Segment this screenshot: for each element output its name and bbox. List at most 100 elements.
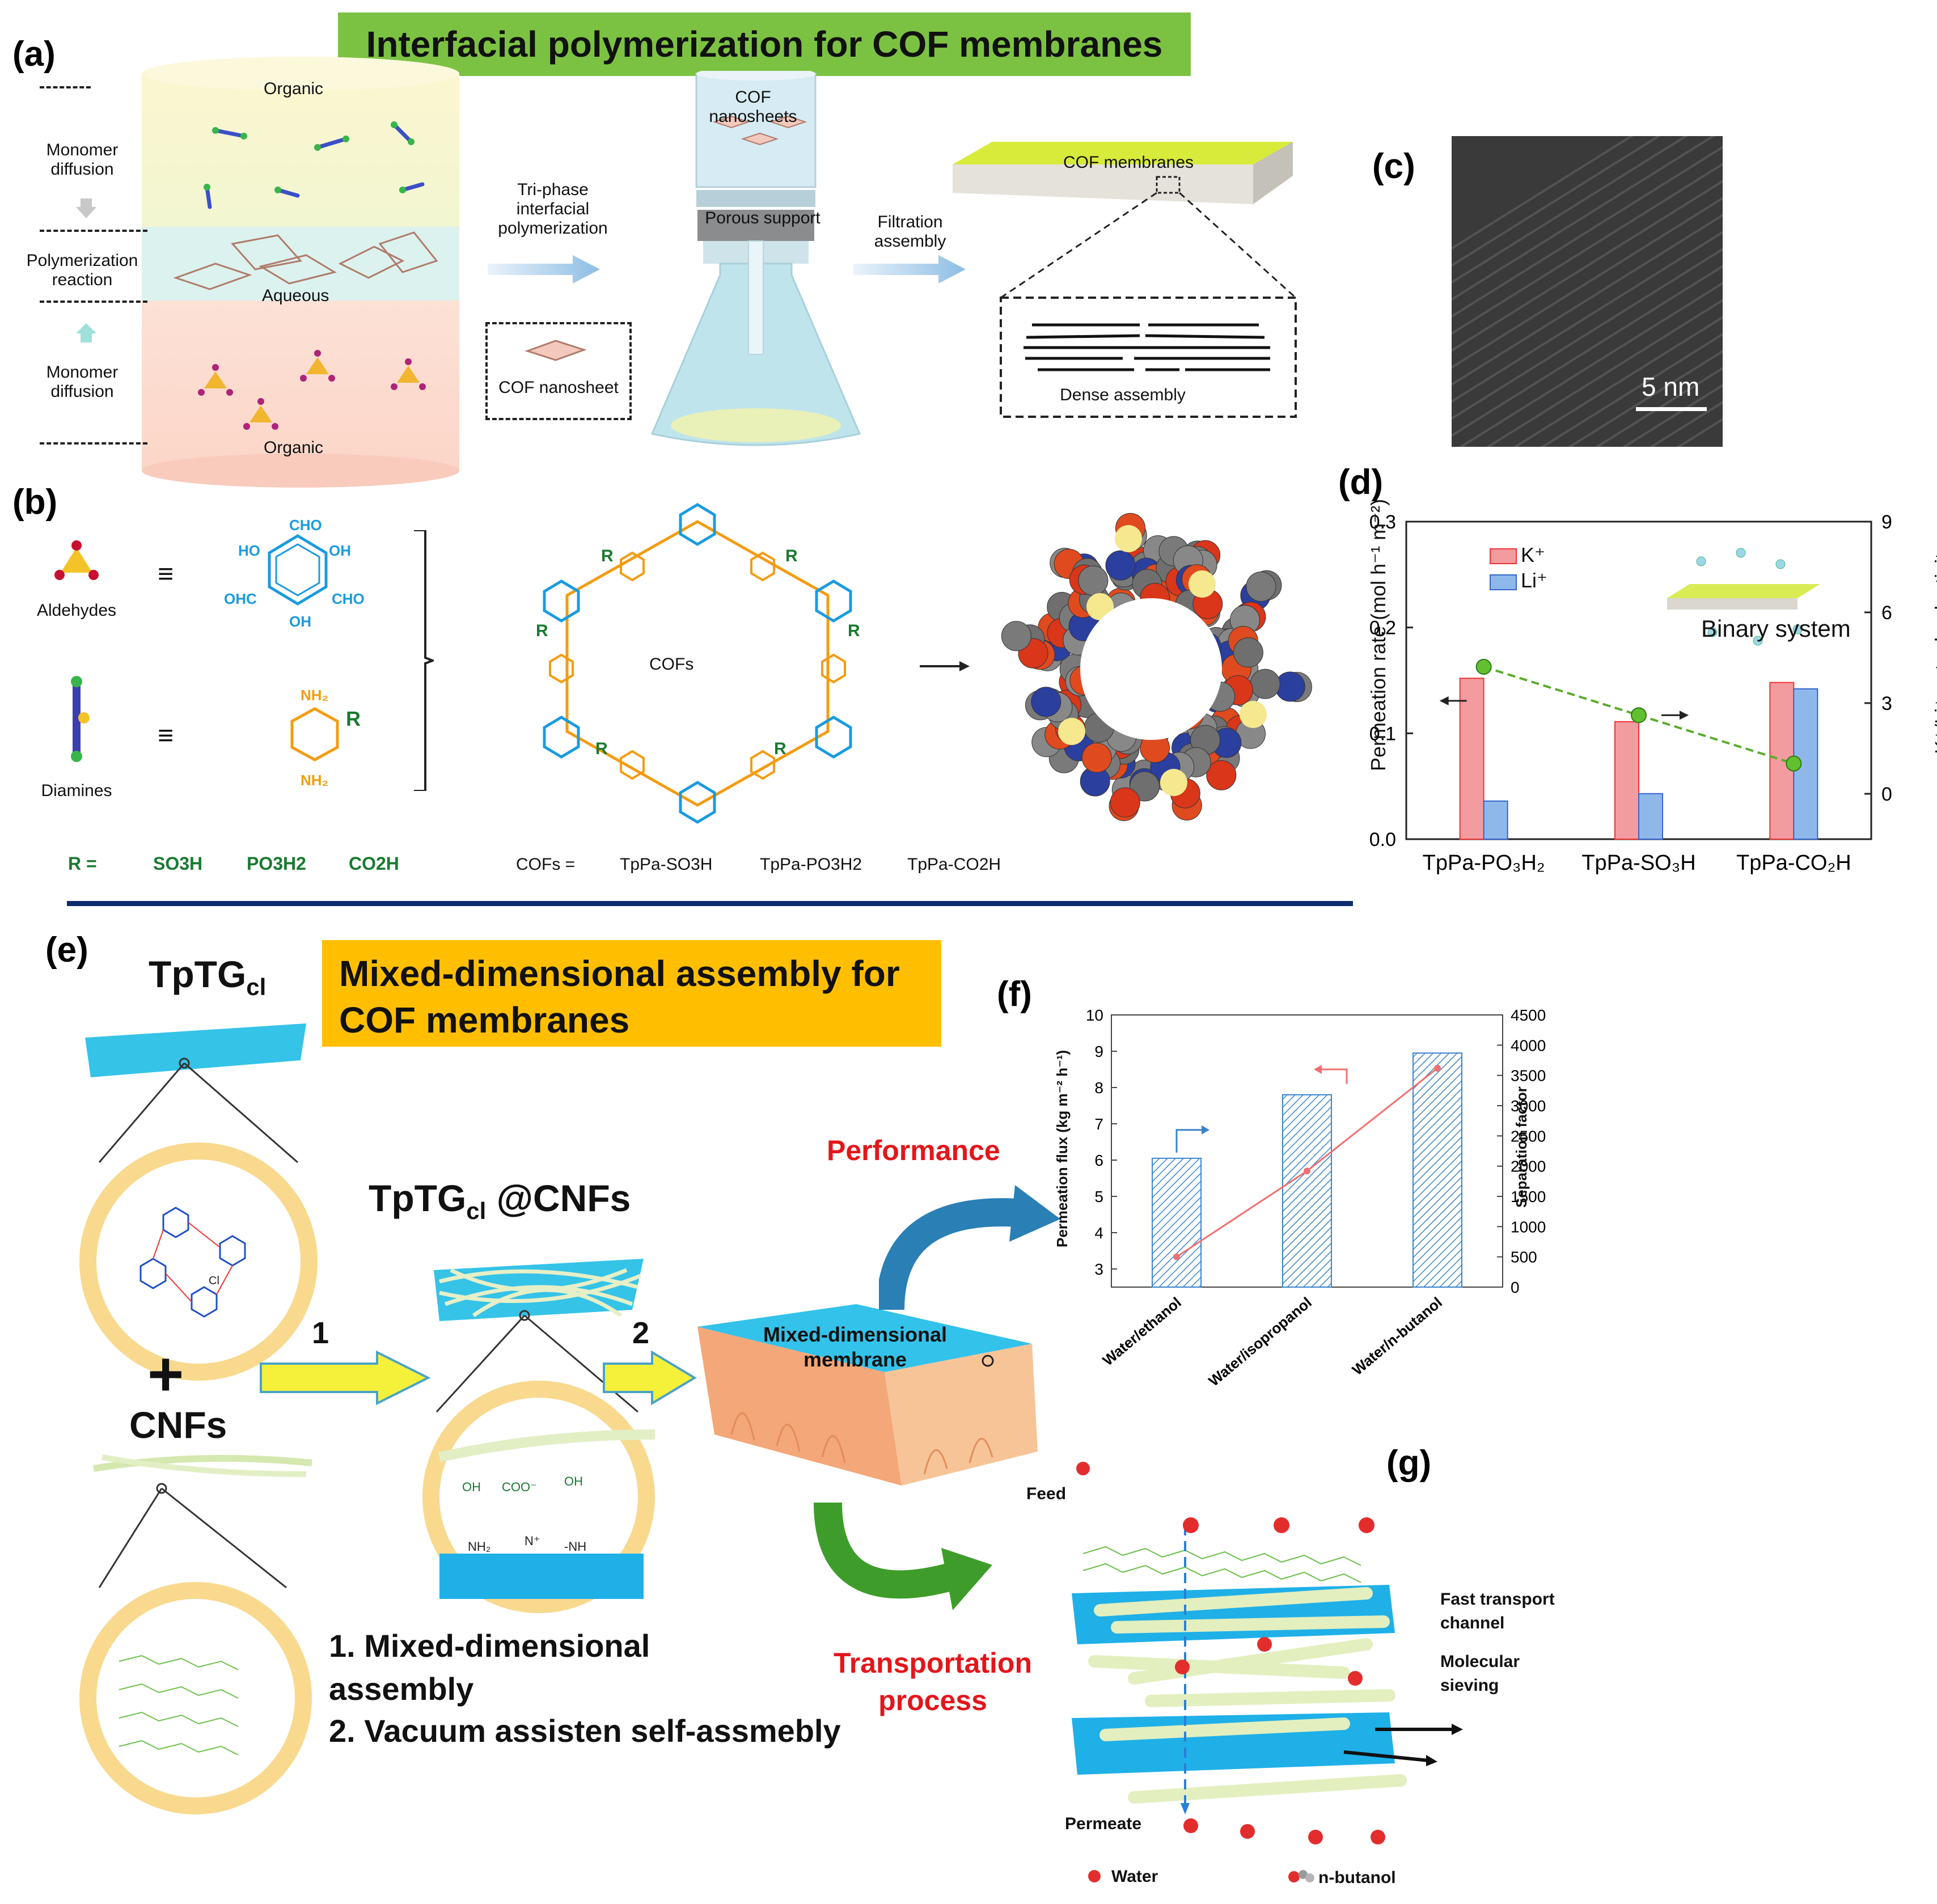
d-selectivity-point [1475, 659, 1492, 675]
plus-symbol: + [147, 1339, 184, 1409]
r-group-2: PO3H2 [247, 853, 306, 874]
cnfs-title: CNFs [129, 1404, 227, 1446]
f-ytick-left: 10 [1086, 1006, 1103, 1024]
aqueous-label: Aqueous [262, 286, 329, 305]
d-bar-li [1483, 800, 1508, 840]
svg-text:R: R [785, 547, 798, 565]
filtration-flask [650, 71, 861, 446]
f-ytick-right: 4000 [1511, 1036, 1546, 1054]
molecular-sieving-label: Molecular sieving [1440, 1652, 1520, 1695]
performance-arrow-icon [879, 1185, 1060, 1310]
svg-text:OH: OH [329, 542, 351, 559]
transportation-label: Transportation process [833, 1647, 1033, 1716]
cof-nanosheet-label: COF nanosheet [498, 378, 619, 397]
svg-text:Cl: Cl [209, 1275, 219, 1287]
f-ytick-right: 1500 [1511, 1188, 1546, 1205]
svg-text:R: R [601, 547, 614, 565]
f-separation-point [1173, 1253, 1180, 1260]
mixed-membrane-illustration [697, 1304, 1038, 1486]
step-1-label: 1 [312, 1316, 329, 1350]
tem-image: 5 nm [1452, 136, 1723, 447]
f-ytick-right: 1000 [1511, 1218, 1546, 1236]
tptg-cnfs-title: TpTGcl @CNFs [369, 1177, 631, 1225]
cof-ring-structure: RRR RRR [536, 503, 860, 824]
f-ytick-right: 500 [1511, 1249, 1537, 1266]
cofs-list-label: COFs = [516, 855, 576, 874]
f-xtick: Water/isopropanol [1205, 1294, 1314, 1390]
f-ytick-right: 2000 [1511, 1158, 1546, 1175]
d-ytick-right: 0 [1881, 784, 1892, 805]
scale-bar [1636, 407, 1707, 411]
panel-e-banner: Mixed-dimensional assembly for COF membr… [322, 940, 941, 1047]
butanol-legend-icon [1288, 1870, 1314, 1882]
d-legend-k: K⁺ [1521, 543, 1546, 566]
d-legend-li: Li⁺ [1521, 569, 1548, 592]
cof-nanosheet-box: COF nanosheet [485, 322, 632, 420]
transport-arrow-icon [814, 1502, 992, 1610]
panel-d-label: (d) [1338, 463, 1384, 502]
d-bar-k [1459, 678, 1485, 840]
panel-f-label: (f) [997, 975, 1032, 1014]
equiv-symbol-1: ≡ [158, 559, 174, 589]
svg-text:R: R [774, 739, 786, 758]
svg-text:-NH: -NH [564, 1539, 586, 1554]
step-2-label: 2 [632, 1316, 650, 1350]
binary-system-label: Binary system [1701, 615, 1851, 642]
svg-text:COO⁻: COO⁻ [502, 1480, 537, 1494]
cof-membranes-label: COF membranes [1063, 153, 1194, 172]
panel-f-chart: 3456789100500100015002000250030003500400… [1086, 1006, 1546, 1390]
permeate-label: Permeate [1065, 1814, 1142, 1833]
r-definition-label: R = [68, 853, 97, 874]
svg-text:NH₂: NH₂ [468, 1539, 490, 1554]
f-ytick-right: 4500 [1511, 1006, 1546, 1024]
d-ytick-left: 0.3 [1369, 511, 1396, 533]
d-ytick-left: 0.2 [1369, 617, 1396, 639]
d-ytick-left: 0.1 [1369, 723, 1396, 744]
polymerization-reaction-label: Polymerization reaction [26, 251, 138, 289]
f-ytick-left: 8 [1094, 1079, 1103, 1097]
svg-text:R: R [595, 739, 608, 758]
d-xtick: TpPa-CO₂H [1736, 851, 1851, 875]
panel-b-label: (b) [12, 483, 58, 522]
reaction-cylinder [142, 57, 459, 488]
water-legend-icon [1088, 1870, 1101, 1882]
svg-text:OH: OH [462, 1480, 481, 1494]
performance-label: Performance [827, 1135, 1000, 1166]
d-xtick: TpPa-SO₃H [1581, 851, 1695, 875]
f-ylabel-right: Separation factor [1513, 1086, 1530, 1208]
diamine-icon [71, 676, 90, 762]
cof-name-1: TpPa-SO3H [620, 855, 713, 874]
svg-text:OH: OH [564, 1474, 583, 1488]
svg-text:NH₂: NH₂ [301, 772, 328, 789]
triphase-label: Tri-phase interfacial polymerization [498, 180, 608, 238]
svg-text:R: R [848, 621, 860, 640]
f-ytick-left: 7 [1094, 1115, 1103, 1133]
f-ytick-right: 2500 [1511, 1127, 1546, 1145]
cof-nanosheets-label: COF nanosheets [709, 88, 797, 126]
d-ytick-right: 3 [1881, 693, 1892, 714]
f-ytick-left: 3 [1094, 1260, 1103, 1278]
d-bar-li [1638, 793, 1663, 840]
step-list-2: 2. Vacuum assisten self-assmebly [329, 1713, 841, 1749]
r-group-3: CO2H [349, 853, 399, 874]
f-bar-flux [1282, 1094, 1332, 1288]
svg-text:CHO: CHO [332, 590, 365, 607]
step-2-arrow-icon [603, 1350, 697, 1406]
fast-channel-label: Fast transport channel [1440, 1590, 1555, 1632]
triphase-arrow-icon [488, 255, 600, 284]
nanosheet-icon [525, 340, 587, 361]
f-bar-flux [1152, 1157, 1202, 1288]
svg-text:NH₂: NH₂ [301, 687, 328, 704]
svg-text:OH: OH [289, 613, 311, 630]
up-arrow-icon [76, 323, 96, 342]
panel-a-banner: Interfacial polymerization for COF membr… [338, 12, 1191, 76]
panel-e-label: (e) [45, 930, 88, 970]
d-bar-k [1614, 721, 1639, 840]
porous-support-label: Porous support [705, 209, 821, 227]
aldehyde-structure: CHO HO OH OHC CHO OH [224, 517, 365, 630]
tptg-illustration: Cl [79, 1023, 318, 1589]
organic-bottom-label: Organic [264, 438, 324, 457]
aldehyde-icon [54, 540, 99, 580]
f-xtick: Water/n-butanol [1349, 1294, 1445, 1379]
r-group-1: SO3H [153, 853, 203, 874]
